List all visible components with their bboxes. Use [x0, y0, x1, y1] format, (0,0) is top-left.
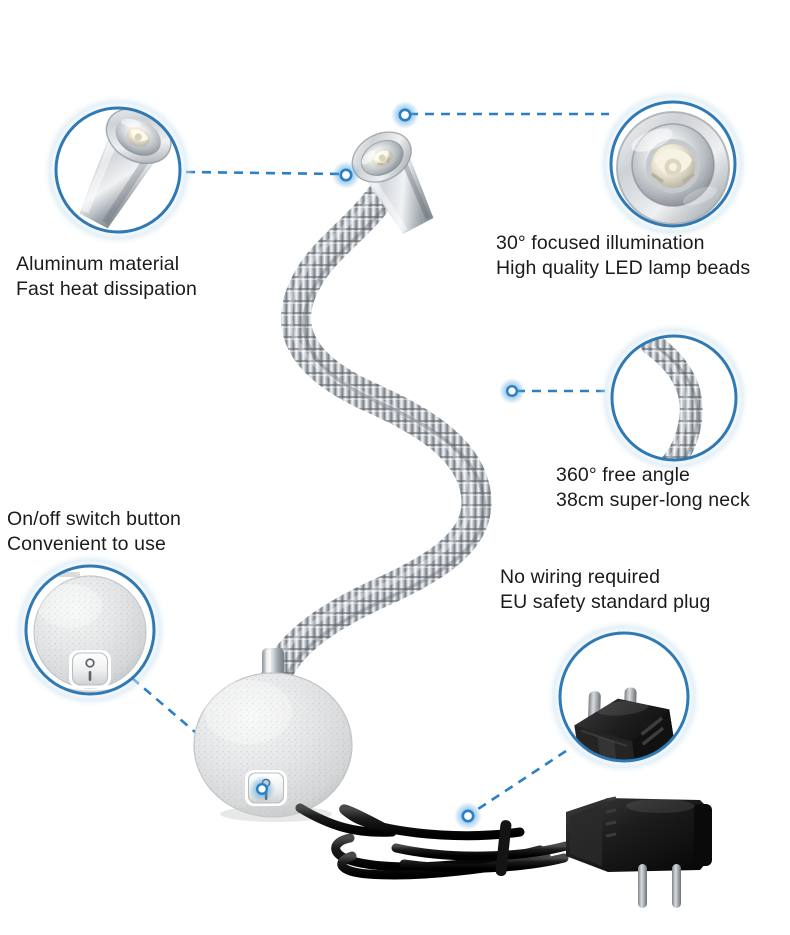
leader-line-aluminum: [185, 170, 343, 176]
lamp-base: [193, 672, 353, 822]
caption-switch-line-2: Convenient to use: [7, 533, 166, 555]
dot-cable-plug: [454, 802, 482, 830]
caption-led-line-1: 30° focused illumination: [496, 232, 705, 254]
caption-led-line-2: High quality LED lamp beads: [496, 257, 751, 279]
dot-lamp-head-face: [391, 101, 419, 129]
caption-led-beads: 30° focused illumination High quality LE…: [496, 231, 750, 281]
caption-aluminum-line-1: Aluminum material: [16, 253, 180, 275]
lamp-head-main: [351, 131, 434, 234]
gooseneck-main: [261, 181, 492, 691]
leader-line-plug: [471, 749, 567, 815]
caption-neck-line-2: 38cm super-long neck: [556, 489, 750, 511]
eu-plug-main: [566, 796, 712, 908]
caption-aluminum: Aluminum material Fast heat dissipation: [16, 252, 197, 302]
callout-circle-led-bead: [597, 88, 749, 240]
caption-plug-line-1: No wiring required: [500, 566, 661, 588]
callout-rocker-switch[interactable]: [69, 650, 111, 688]
caption-neck-line-1: 360° free angle: [556, 464, 690, 486]
caption-switch: On/off switch button Convenient to use: [7, 507, 181, 557]
dot-gooseneck: [499, 378, 525, 404]
power-cable: [295, 803, 571, 880]
leader-dots: [249, 101, 525, 830]
caption-plug: No wiring required EU safety standard pl…: [500, 565, 710, 615]
caption-plug-line-2: EU safety standard plug: [500, 591, 711, 613]
callout-circle-switch: [12, 552, 168, 708]
dot-lamp-head-side: [332, 161, 360, 189]
caption-aluminum-line-2: Fast heat dissipation: [16, 278, 197, 300]
callout-circle-gooseneck: [598, 322, 750, 474]
caption-switch-line-1: On/off switch button: [7, 508, 181, 530]
dot-base-switch: [249, 776, 275, 802]
caption-free-angle: 360° free angle 38cm super-long neck: [556, 463, 750, 513]
callout-circle-aluminum: [42, 94, 194, 246]
callout-circle-plug: [546, 619, 702, 775]
cable-tie: [495, 820, 512, 876]
